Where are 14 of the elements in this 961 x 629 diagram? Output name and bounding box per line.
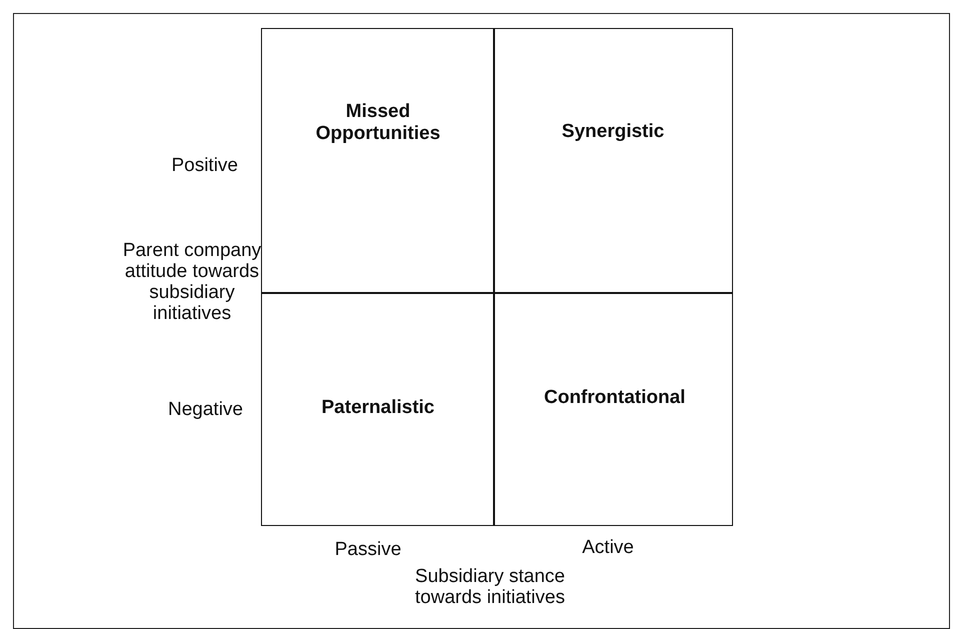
quadrant-box	[493, 28, 733, 294]
axis-title: Parent company attitude towards subsidiary initiatives	[122, 240, 262, 324]
quadrant-label: Confrontational	[544, 387, 682, 409]
quadrant-box	[261, 28, 495, 294]
axis-value-label: Negative	[167, 399, 243, 420]
quadrant-label: Synergistic	[560, 121, 666, 143]
axis-value-label: Passive	[334, 539, 402, 560]
quadrant-box	[261, 292, 495, 526]
quadrant-label: Paternalistic	[320, 397, 436, 419]
axis-title: Subsidiary stance towards initiatives	[414, 566, 566, 608]
quadrant-label: Missed Opportunities	[314, 101, 442, 145]
axis-value-label: Active	[581, 537, 635, 558]
quadrant-box	[493, 292, 733, 526]
axis-value-label: Positive	[170, 155, 238, 176]
